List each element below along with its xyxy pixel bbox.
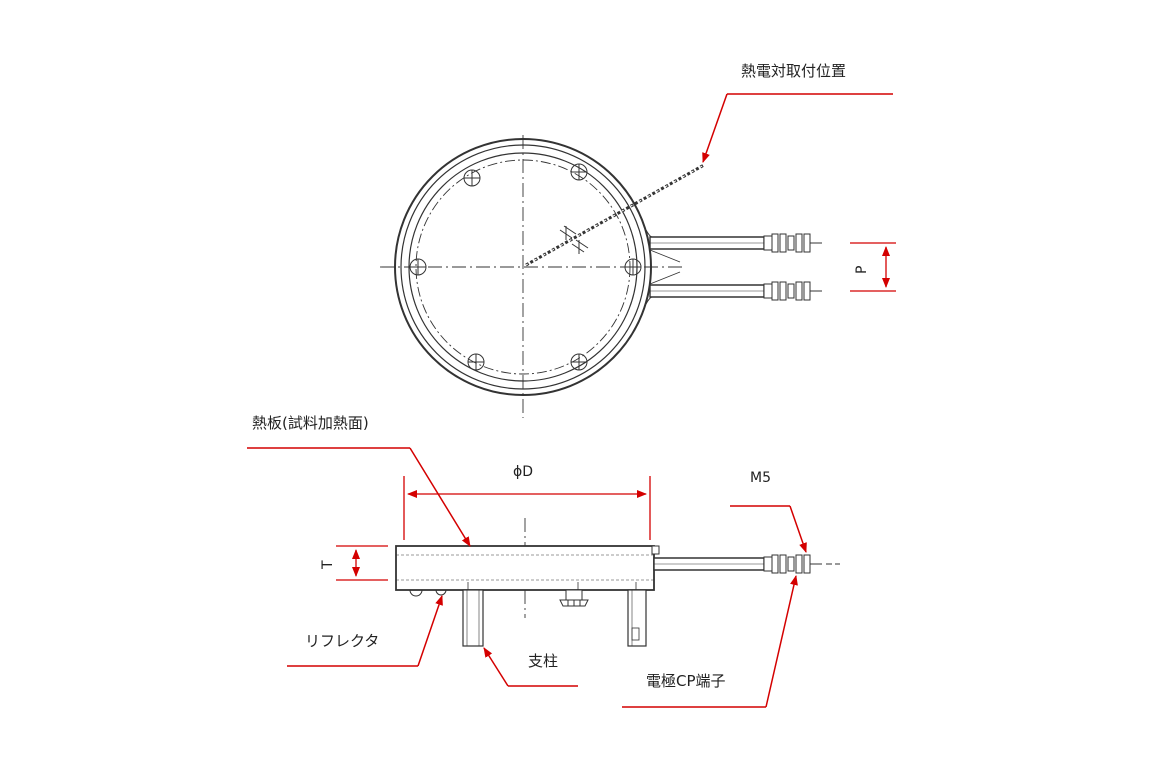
pillar-right	[627, 589, 647, 647]
label-dim-phi-d: ϕD	[513, 464, 533, 480]
label-dim-m5: M5	[750, 470, 771, 486]
terminal-nuts-side	[763, 554, 840, 574]
leader-hot-plate	[247, 447, 471, 547]
side-view	[395, 518, 840, 647]
pillar-left	[462, 589, 484, 647]
dimension-t	[336, 545, 388, 581]
terminal-rod-side	[653, 557, 765, 571]
top-view	[380, 135, 822, 418]
leader-pillar	[483, 647, 578, 687]
dimension-p	[850, 242, 896, 292]
label-hot-plate: 熱板(試料加熱面)	[252, 414, 369, 432]
terminal-nuts-top	[763, 233, 822, 301]
leader-thermocouple	[702, 93, 893, 163]
thermocouple-fitting	[559, 589, 589, 607]
sensor-marks	[559, 225, 589, 254]
label-thermocouple-position: 熱電対取付位置	[741, 62, 846, 80]
hot-plate-body	[395, 545, 655, 591]
mounting-holes	[409, 163, 642, 371]
label-electrode-terminal: 電極CP端子	[646, 672, 726, 690]
label-dim-p: P	[854, 266, 870, 274]
leader-electrode-terminal	[622, 575, 798, 708]
leader-reflector	[287, 595, 443, 667]
leader-m5	[730, 505, 807, 553]
label-pillar: 支柱	[528, 652, 558, 670]
dimension-phi-d	[403, 476, 651, 540]
label-reflector: リフレクタ	[305, 632, 379, 650]
label-dim-t: T	[320, 560, 336, 570]
